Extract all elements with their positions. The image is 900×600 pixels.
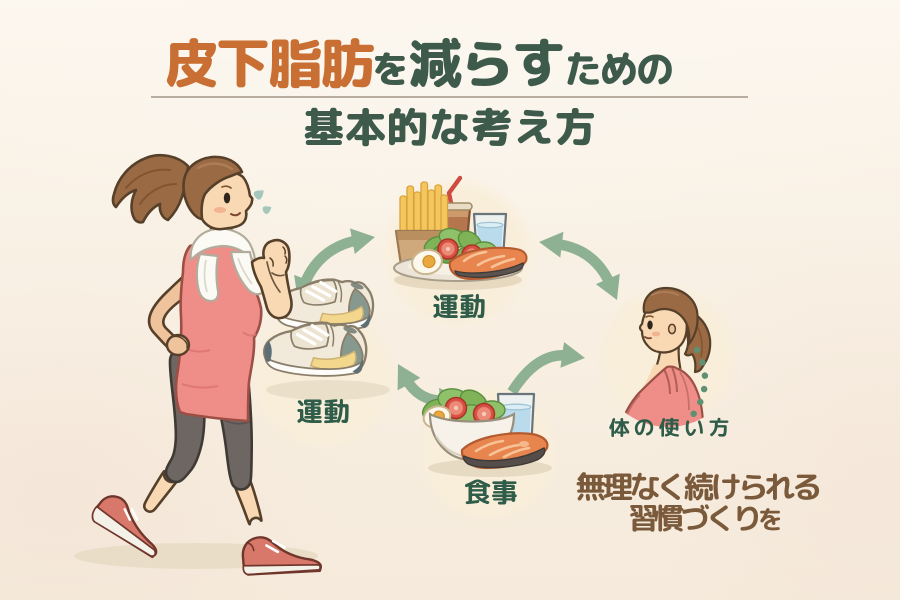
footer-message-line1: 無理なく続けられる <box>575 465 823 508</box>
title-keyword: 皮下脂肪 <box>164 26 374 101</box>
title-underline <box>151 96 748 98</box>
jogger-back-shoe <box>91 495 158 559</box>
title-suffix: ための <box>564 43 674 96</box>
sneaker-front <box>263 321 368 377</box>
tomato-slice-icon <box>437 238 459 260</box>
title-verb: 減らす <box>408 26 566 101</box>
footer-message-line2: 習慣づくりを <box>628 503 784 533</box>
poster-title-line1: 皮下脂肪を減らすための <box>164 37 674 91</box>
sneakers-icon <box>263 278 390 400</box>
arrow-meal-to-body <box>507 342 585 395</box>
meal-bowl-icon <box>421 388 552 477</box>
node-label-sneakers: 運動 <box>296 392 350 430</box>
jogger-hair <box>182 155 244 221</box>
jogger-front-shoe <box>241 536 322 576</box>
jogger-illustration <box>74 153 322 576</box>
salmon-steak-icon <box>460 432 549 470</box>
meal-platter-icon <box>393 175 528 290</box>
node-label-meal-bowl: 食事 <box>464 473 518 511</box>
node-label-posture: 体の使い方 <box>608 412 734 442</box>
posture-dotted-line <box>681 346 709 428</box>
node-label-meal-platter: 運動 <box>432 287 486 325</box>
footer-line2-particle: を <box>757 502 785 538</box>
posture-figure-icon <box>616 286 712 428</box>
title-particle: を <box>372 43 410 96</box>
salmon-fillet-icon <box>448 246 528 281</box>
posture-hair <box>642 286 699 346</box>
jogger-ponytail <box>111 153 190 224</box>
poster-title-line2: 基本的な考え方 <box>303 99 597 156</box>
arrow-top-to-body <box>539 231 620 300</box>
footer-line2-main: 習慣づくり <box>627 497 762 539</box>
boiled-egg-icon <box>411 248 443 276</box>
